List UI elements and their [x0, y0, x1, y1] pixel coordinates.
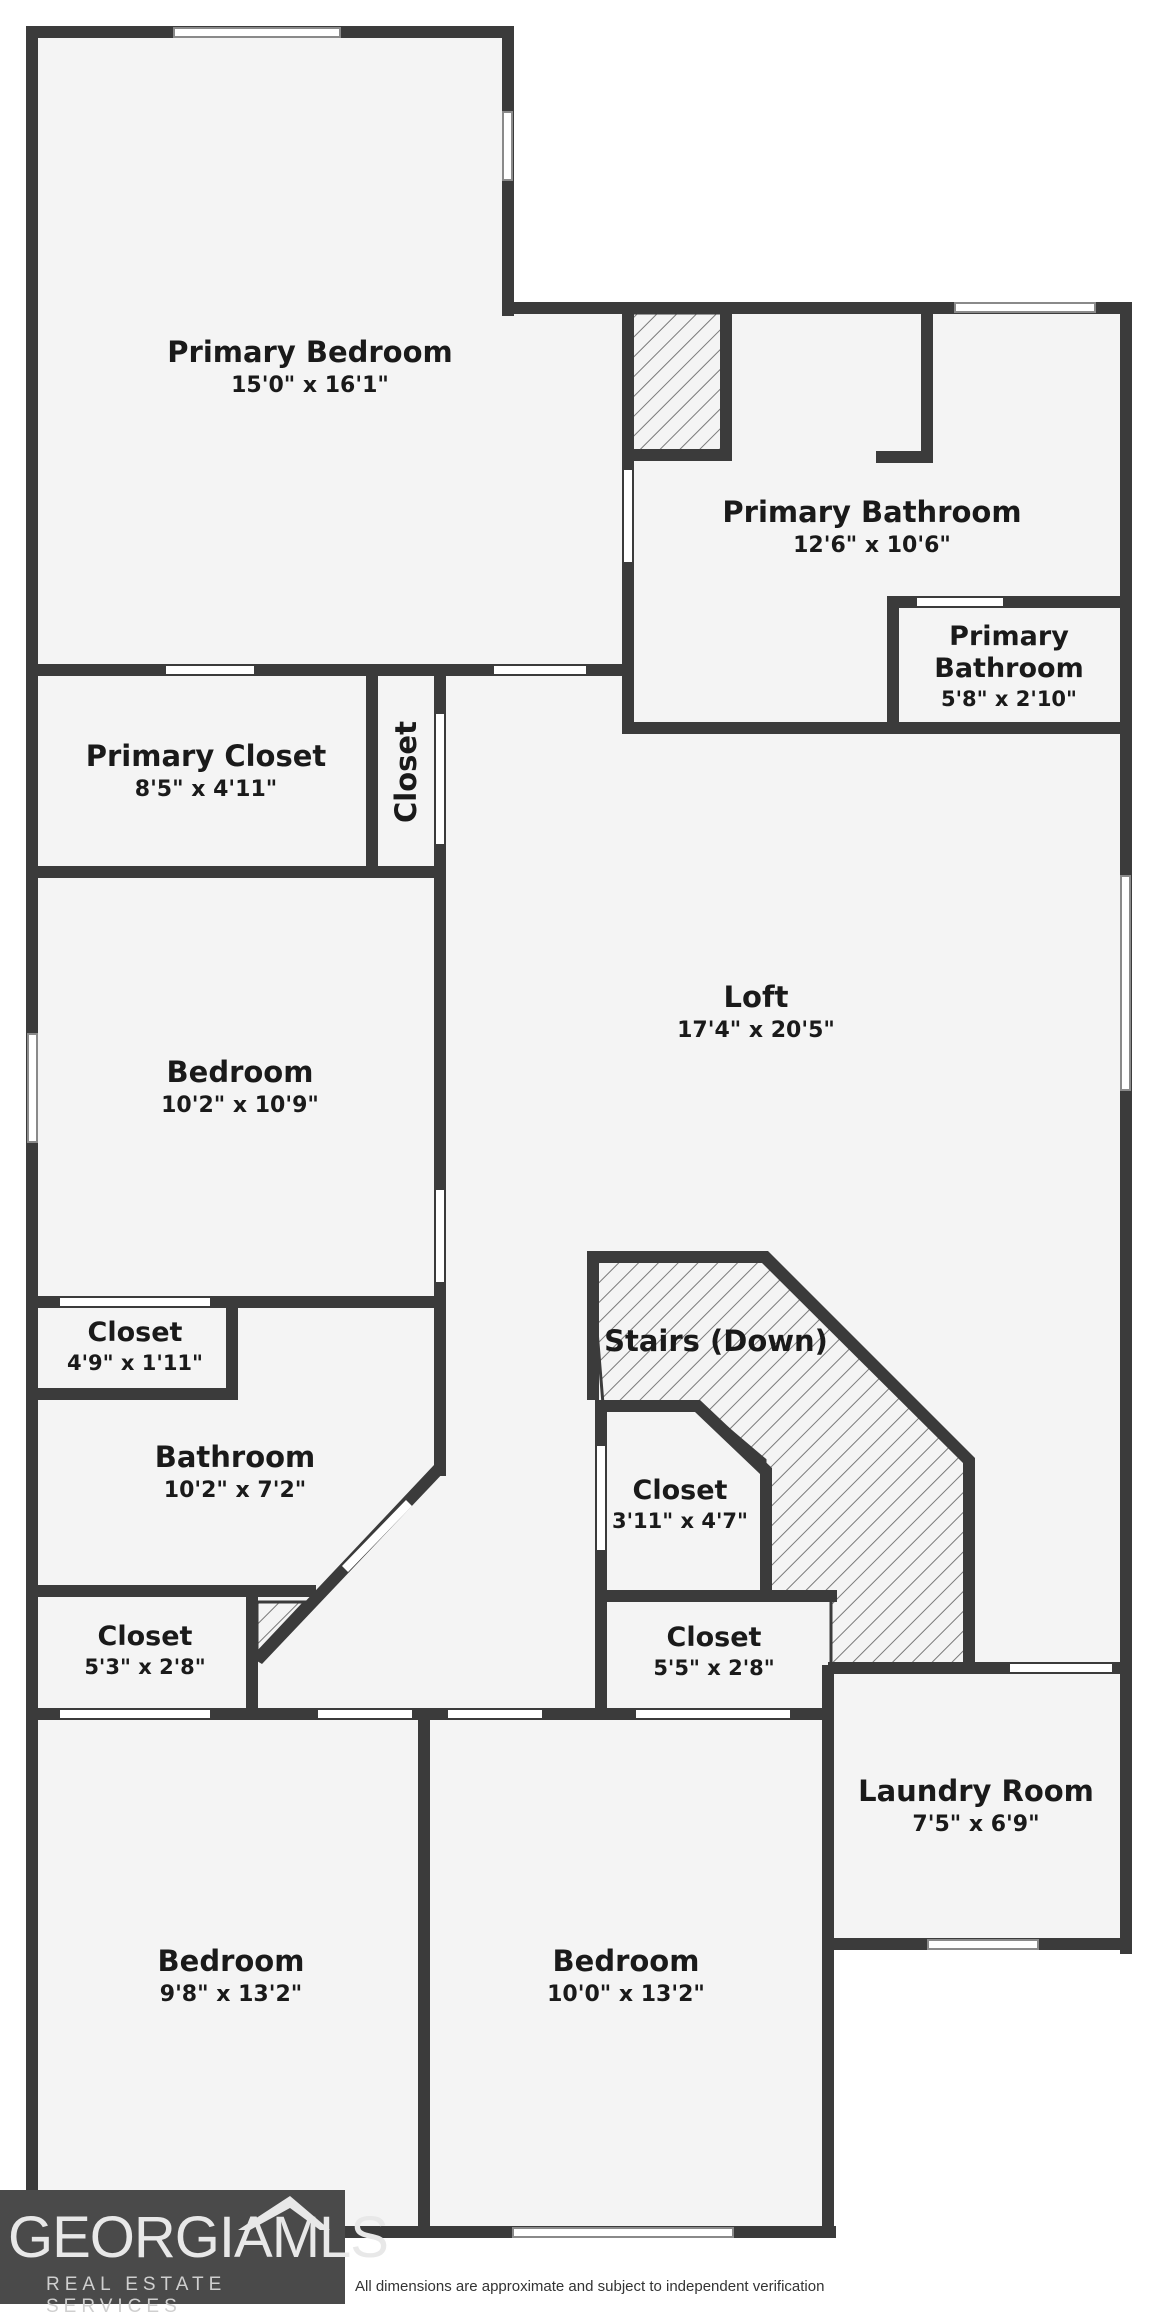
wall: [30, 1585, 316, 1597]
room-bathroom: Bathroom 10'2" x 7'2": [155, 1438, 316, 1506]
room-name: Primary Closet: [85, 739, 327, 773]
room-dimensions: 10'0" x 13'2": [547, 1982, 705, 2007]
wall: [876, 451, 933, 463]
door-opening: [917, 598, 1003, 606]
door-opening: [1010, 1664, 1112, 1672]
logo-text: GEORGIAMLS: [8, 2205, 389, 2270]
room-closet-stairs: Closet 3'11" x 4'7": [612, 1475, 748, 1535]
floor-area: [30, 30, 1128, 2236]
wall: [622, 722, 1128, 734]
room-name: Laundry Room: [858, 1774, 1094, 1808]
room-laundry: Laundry Room 7'5" x 6'9": [858, 1772, 1094, 1840]
room-dimensions: 5'8" x 2'10": [941, 687, 1077, 711]
window: [927, 1939, 1039, 1950]
room-dimensions: 5'3" x 2'8": [84, 1655, 206, 1679]
room-name: Bedroom: [157, 1944, 305, 1978]
disclaimer: All dimensions are approximate and subje…: [355, 2278, 825, 2295]
door-opening: [436, 714, 444, 844]
room-bedroom-right: Bedroom 10'0" x 13'2": [547, 1942, 705, 2010]
room-dimensions: 4'9" x 1'11": [67, 1351, 203, 1375]
room-dimensions: 17'4" x 20'5": [677, 1018, 835, 1043]
room-name: Bathroom: [154, 1440, 316, 1474]
door-opening: [436, 1190, 444, 1282]
room-name: Primary Bathroom: [934, 621, 1084, 684]
room-primary-closet: Primary Closet 8'5" x 4'11": [86, 737, 327, 805]
room-name: Bedroom: [552, 1944, 700, 1978]
wall: [246, 1590, 258, 1714]
room-dimensions: 3'11" x 4'7": [612, 1509, 748, 1533]
wall: [720, 310, 732, 461]
wall: [822, 1665, 834, 2238]
room-dimensions: 5'5" x 2'8": [653, 1656, 775, 1680]
door-opening: [60, 1710, 210, 1718]
room-dimensions: 10'2" x 10'9": [161, 1093, 319, 1118]
room-name: Primary Bathroom: [722, 495, 1022, 529]
door-opening: [597, 1446, 605, 1550]
room-closet-left: Closet 5'3" x 2'8": [84, 1621, 205, 1681]
room-dimensions: 10'2" x 7'2": [163, 1478, 307, 1503]
room-closet-small: Closet 4'9" x 1'11": [67, 1317, 203, 1377]
wall: [1120, 302, 1132, 1954]
room-primary-bathroom-small: Primary Bathroom 5'8" x 2'10": [934, 621, 1084, 713]
logo-subtitle: REAL ESTATE SERVICES: [46, 2274, 227, 2317]
door-opening: [342, 1500, 412, 1572]
window: [512, 2227, 734, 2238]
room-stairs: Stairs (Down): [604, 1322, 828, 1360]
room-name: Closet: [87, 1317, 183, 1348]
room-closet-vertical: Closet: [387, 721, 425, 823]
room-name: Stairs (Down): [604, 1324, 828, 1358]
room-name: Closet: [632, 1475, 728, 1506]
wall: [226, 1300, 238, 1400]
room-primary-bedroom: Primary Bedroom 15'0" x 16'1": [167, 333, 452, 401]
room-bedroom: Bedroom 10'2" x 10'9": [161, 1053, 319, 1121]
door-opening: [318, 1710, 412, 1718]
door-opening: [166, 666, 254, 674]
room-dimensions: 15'0" x 16'1": [231, 373, 389, 398]
room-closet-right: Closet 5'5" x 2'8": [653, 1622, 774, 1682]
room-name: Bedroom: [166, 1055, 314, 1089]
room-name: Loft: [723, 980, 789, 1014]
window: [502, 111, 513, 181]
wall: [595, 1590, 837, 1602]
room-name: Closet: [666, 1622, 762, 1653]
window: [1120, 875, 1131, 1091]
window: [954, 302, 1096, 313]
door-opening: [448, 1710, 542, 1718]
room-dimensions: 12'6" x 10'6": [793, 533, 951, 558]
room-dimensions: 8'5" x 4'11": [134, 777, 278, 802]
door-opening: [624, 470, 632, 562]
room-bedroom-left: Bedroom 9'8" x 13'2": [158, 1942, 305, 2010]
room-name: Closet: [389, 721, 423, 823]
door-opening: [494, 666, 586, 674]
room-loft: Loft 17'4" x 20'5": [677, 978, 835, 1046]
roof-icon: [238, 2196, 330, 2230]
door-opening: [60, 1298, 210, 1306]
room-primary-bathroom: Primary Bathroom 12'6" x 10'6": [722, 493, 1021, 561]
wall: [628, 449, 732, 461]
wall: [921, 310, 933, 463]
room-dimensions: 7'5" x 6'9": [912, 1812, 1040, 1837]
room-name: Primary Bedroom: [167, 335, 453, 369]
georgia-mls-logo: GEORGIAMLS REAL ESTATE SERVICES: [0, 2190, 389, 2317]
door-opening: [636, 1710, 790, 1718]
wall: [418, 1712, 430, 2232]
room-name: Closet: [97, 1621, 193, 1652]
window: [27, 1033, 38, 1143]
room-dimensions: 9'8" x 13'2": [159, 1982, 303, 2007]
wall: [30, 1388, 238, 1400]
window: [173, 27, 341, 38]
wall: [30, 866, 446, 878]
wall: [366, 670, 378, 872]
shower-hatch: [630, 311, 726, 455]
wall: [887, 596, 899, 734]
